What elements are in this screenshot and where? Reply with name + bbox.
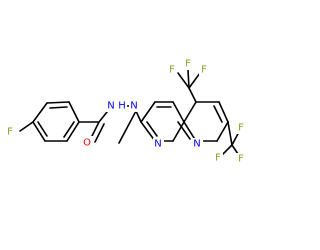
- bond: [49, 106, 68, 109]
- molecule-structure-diagram: F O N H N N N F: [5, 58, 246, 165]
- bond: [183, 101, 197, 123]
- atom-label: H: [118, 101, 126, 112]
- atom-fluorine: F: [167, 64, 177, 76]
- atom-labels: F O N H N N N F: [5, 58, 246, 165]
- atom-label: F: [185, 59, 191, 70]
- bond: [32, 102, 48, 123]
- atom-fluorine: F: [5, 126, 15, 138]
- bond: [216, 121, 229, 142]
- atom-fluorine: F: [236, 122, 246, 134]
- bond: [118, 110, 137, 144]
- atom-label: N: [154, 139, 161, 150]
- atom-nitrogen: N: [129, 100, 140, 112]
- atom-label: F: [201, 65, 207, 76]
- bond: [46, 101, 70, 104]
- atom-label: N: [130, 101, 137, 112]
- bond: [32, 121, 46, 142]
- bond: [140, 121, 156, 142]
- atom-nitrogen: N: [153, 138, 164, 150]
- atom-nitrogen: N: [192, 138, 203, 150]
- bond: [172, 101, 185, 123]
- atom-label: F: [238, 123, 244, 134]
- atom-fluorine: F: [213, 152, 223, 164]
- atom-fluorine: F: [183, 58, 193, 70]
- atom-label: F: [238, 154, 244, 165]
- atom-oxygen: O: [82, 136, 93, 149]
- atom-label: F: [7, 127, 13, 138]
- atom-label: O: [83, 138, 91, 149]
- atom-fluorine: F: [199, 64, 209, 76]
- atom-label: N: [107, 101, 114, 112]
- atom-fluorine: F: [236, 153, 246, 165]
- bond: [187, 69, 190, 89]
- bond: [177, 72, 190, 89]
- bond: [135, 110, 142, 123]
- bond: [183, 121, 197, 142]
- bond: [19, 121, 34, 132]
- bonds: [19, 69, 241, 158]
- bond: [146, 121, 158, 137]
- bond: [188, 72, 201, 89]
- bond: [213, 105, 223, 123]
- atom-hydrogen: H: [116, 100, 127, 112]
- bond: [227, 121, 233, 146]
- bond: [63, 121, 75, 138]
- bond: [218, 101, 229, 123]
- bond: [140, 101, 156, 123]
- bond: [177, 121, 191, 140]
- bond: [188, 87, 197, 103]
- bond: [94, 123, 105, 143]
- bond: [68, 101, 80, 123]
- bond: [66, 121, 80, 142]
- atom-label: F: [169, 65, 175, 76]
- bond: [37, 121, 48, 137]
- atom-nitrogen: N: [106, 100, 117, 112]
- atom-label: N: [193, 139, 200, 150]
- atom-label: F: [215, 153, 221, 164]
- bond: [172, 121, 185, 142]
